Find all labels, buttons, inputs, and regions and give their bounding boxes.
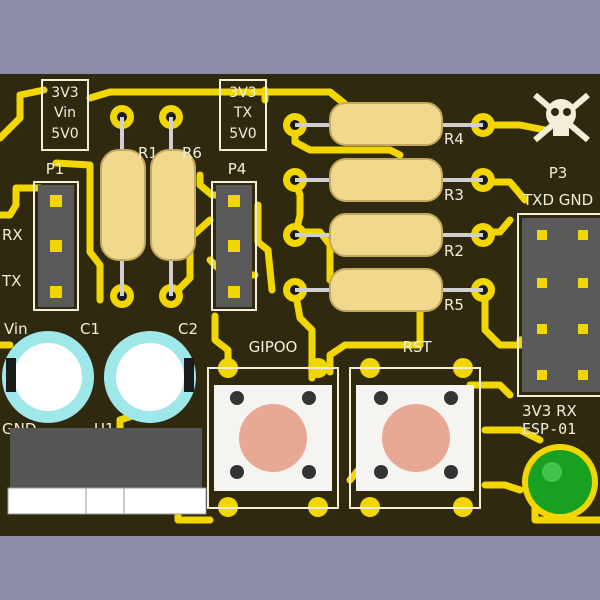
label-tx: TX [1, 272, 21, 290]
label-vin: Vin [4, 320, 28, 338]
button-gipoo[interactable]: GIPOO [207, 338, 339, 517]
label-rst: RST [402, 338, 432, 356]
resistor-r3: R3 [283, 158, 495, 204]
jumper-label-vin: Vin [54, 105, 76, 121]
label-r3: R3 [444, 186, 464, 204]
jumper-label-3v3: 3V3 [229, 85, 256, 101]
capacitor-c1: C1 [2, 320, 100, 423]
header-p1: P1 [33, 160, 79, 311]
label-c1: C1 [80, 320, 100, 338]
jumper-label-3v3: 3V3 [51, 85, 78, 101]
header-p4: P4 [211, 160, 257, 311]
jumper-label-tx: TX [233, 105, 253, 121]
header-p3: P3 TXD GND 3V3 RX ESP-01 [517, 164, 600, 438]
jumper-block-left: 3V3 Vin 5V0 [41, 79, 89, 151]
label-esp01: ESP-01 [522, 420, 576, 438]
jumper-block-right: 3V3 TX 5V0 [219, 79, 267, 151]
resistor-r6: R6 [150, 105, 202, 308]
jumper-label-5v0: 5V0 [51, 126, 78, 142]
jumper-label-5v0: 5V0 [229, 126, 256, 142]
label-p4: P4 [228, 160, 247, 178]
led-indicator [522, 444, 598, 520]
label-txd-gnd: TXD GND [522, 191, 593, 209]
button-rst[interactable]: RST [349, 338, 481, 517]
resistor-r4: R4 [283, 102, 495, 148]
label-3v3-rx: 3V3 RX [522, 402, 577, 420]
regulator-u1: U1 [7, 420, 207, 515]
label-r1: R1 [138, 144, 158, 162]
label-p3: P3 [549, 164, 568, 182]
resistor-r5: R5 [283, 268, 495, 314]
label-r2: R2 [444, 242, 464, 260]
label-r6: R6 [182, 144, 202, 162]
skull-crossbones-icon [533, 92, 590, 143]
capacitor-c2: C2 [104, 320, 198, 423]
label-rx: RX [2, 226, 23, 244]
label-r5: R5 [444, 296, 464, 314]
resistor-r2: R2 [283, 213, 495, 260]
label-gipoo: GIPOO [249, 338, 298, 356]
resistor-r1: R1 [100, 105, 158, 308]
label-c2: C2 [178, 320, 198, 338]
label-p1: P1 [46, 160, 65, 178]
label-r4: R4 [444, 130, 464, 148]
